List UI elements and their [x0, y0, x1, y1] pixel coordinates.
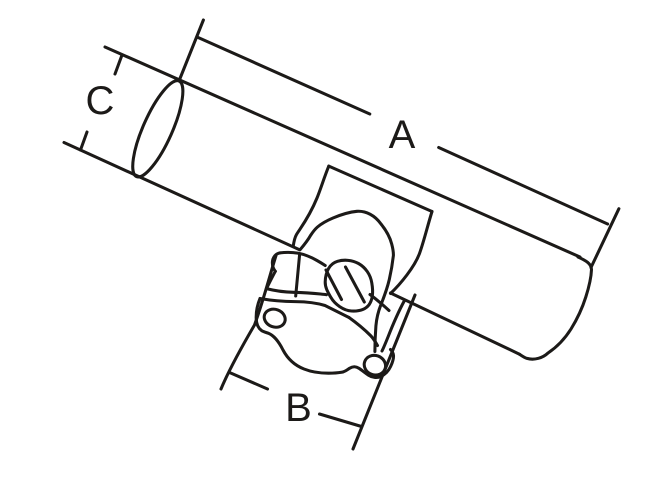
- svg-text:A: A: [389, 113, 416, 157]
- svg-text:C: C: [86, 79, 115, 123]
- svg-text:B: B: [285, 386, 312, 430]
